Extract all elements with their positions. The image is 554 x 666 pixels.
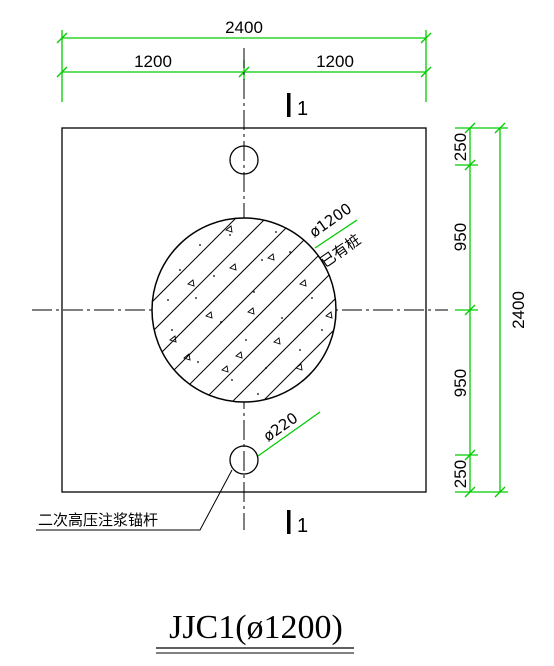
pile-outline (151, 217, 337, 403)
top-right-dimension: 1200 (316, 52, 354, 71)
pile-aggregate-marks (169, 225, 333, 373)
section-mark-top: 1 (287, 93, 308, 120)
section-mark-top-number: 1 (297, 98, 308, 120)
anchor-name-leader (36, 469, 233, 531)
right-total-dimension: 2400 (509, 291, 528, 329)
right-dimension-lines (455, 122, 508, 498)
pile-leader-line (314, 219, 358, 249)
drawing-title: JJC1(ø1200) (169, 609, 343, 646)
right-dimension-950-top: 950 (451, 223, 470, 251)
right-dimension-950-bottom: 950 (451, 369, 470, 397)
section-mark-bottom: 1 (287, 510, 308, 537)
pile-label: 已有桩 (317, 231, 364, 272)
anchor-hole-bottom (229, 445, 259, 475)
right-dimension-250-bottom: 250 (451, 460, 470, 488)
top-total-dimension: 2400 (225, 18, 263, 37)
top-dimension-lines (56, 30, 432, 102)
section-mark-bottom-number: 1 (297, 515, 308, 537)
pile-concrete-dots (167, 231, 323, 395)
top-left-dimension: 1200 (134, 52, 172, 71)
right-dimension-250-top: 250 (451, 133, 470, 161)
anchor-name-label: 二次高压注浆锚杆 (38, 511, 158, 529)
anchor-leader-line (257, 411, 321, 457)
anchor-hole-top (229, 145, 259, 175)
